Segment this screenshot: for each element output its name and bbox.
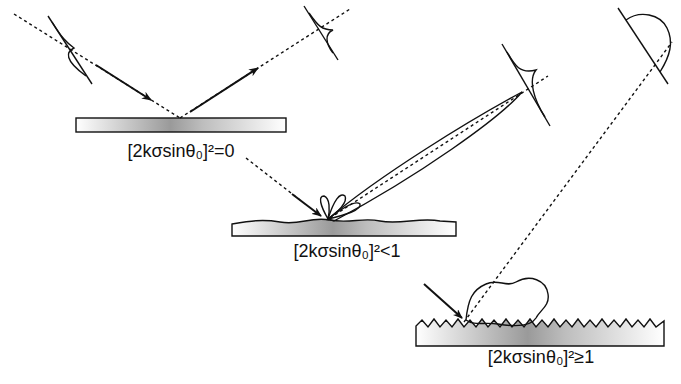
specular-ray xyxy=(464,42,672,322)
detector-profile xyxy=(507,52,545,117)
source-plane xyxy=(48,16,92,84)
roughness-criterion: [2kσsinθ₀]²≥1 xyxy=(488,348,595,368)
incident-arrow xyxy=(96,65,151,100)
incident-ray xyxy=(14,14,180,118)
detector-plane xyxy=(502,44,550,126)
incident-ray xyxy=(246,158,300,200)
detector-profile xyxy=(626,14,671,72)
smooth-plate xyxy=(76,118,286,132)
specular-lobe xyxy=(328,92,522,221)
rough-plate xyxy=(416,319,664,346)
roughness-criterion: [2kσsinθ₀]²=0 xyxy=(127,142,234,162)
scatter-petal xyxy=(321,196,330,219)
diffuse-lobe xyxy=(466,278,548,325)
reflected-ray xyxy=(180,9,350,118)
reflected-arrow xyxy=(190,68,258,112)
specular-ray xyxy=(330,76,548,218)
roughness-criterion: [2kσsinθ₀]²<1 xyxy=(293,242,400,262)
detector-plane xyxy=(304,6,338,60)
incident-arrow xyxy=(424,284,462,318)
incident-arrow xyxy=(292,194,321,216)
source-profile xyxy=(52,22,86,76)
detector-profile xyxy=(309,13,333,53)
scatter-petal xyxy=(328,203,360,219)
slightly-rough-plate xyxy=(232,219,456,236)
